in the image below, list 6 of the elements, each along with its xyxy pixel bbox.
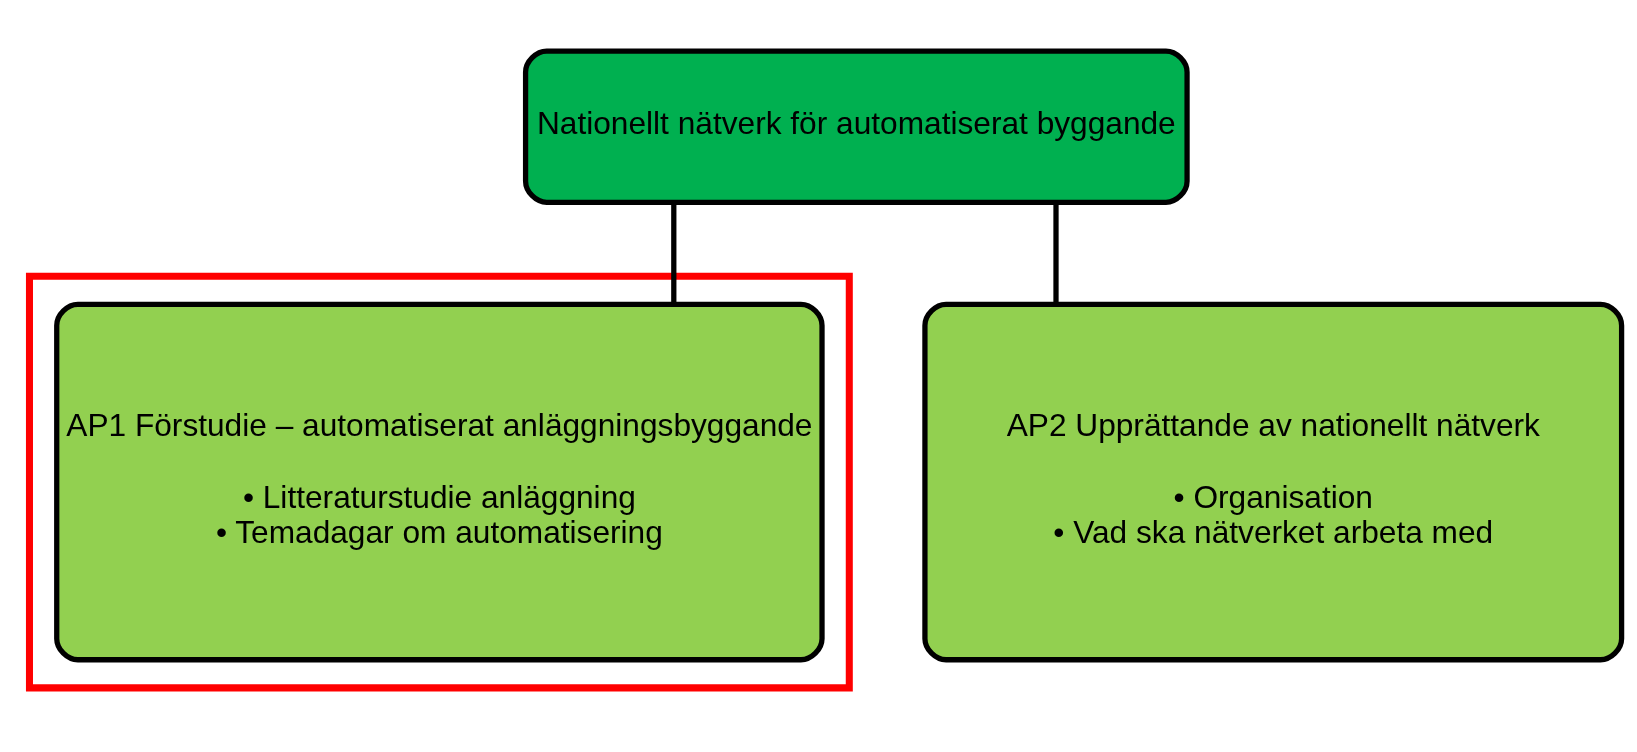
cluster <box>25 272 853 691</box>
connector <box>671 202 677 304</box>
connector <box>1053 202 1059 304</box>
node-box: AP2 Upprättande av nationellt nätverk • Organisation • Vad ska nätverket arbeta med <box>922 301 1625 662</box>
node-box: AP1 Förstudie – automatiserat anläggningsbyggande • Litteraturstudie anläggning • Temadagar om automatisering <box>54 301 825 662</box>
node-box: Nationellt nätverk för automatiserat byggande <box>522 47 1190 205</box>
